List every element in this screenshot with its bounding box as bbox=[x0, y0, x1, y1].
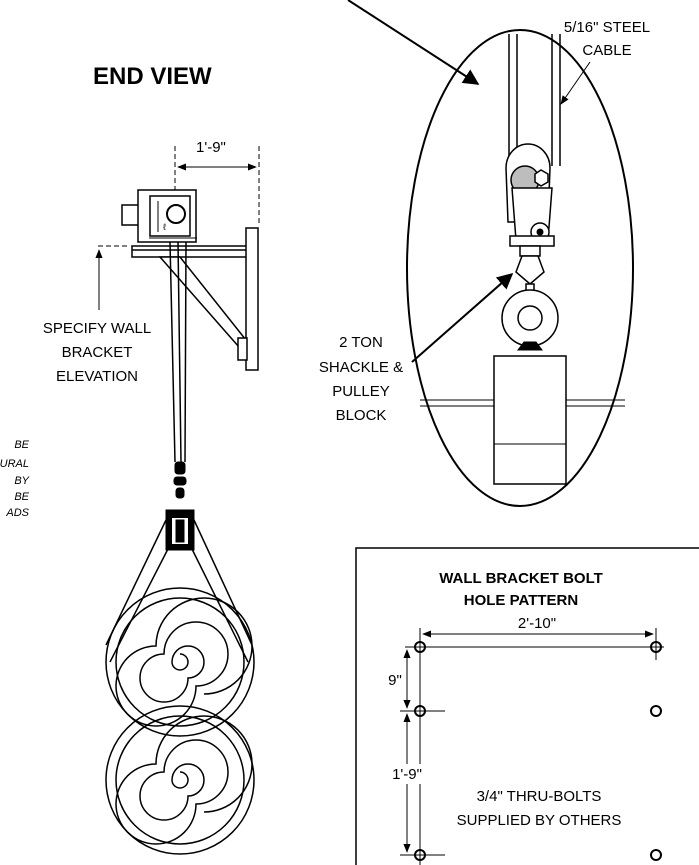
width-dimension: 2'-10" bbox=[419, 615, 657, 652]
hoist-cables bbox=[169, 241, 187, 463]
pulley-block bbox=[165, 509, 195, 551]
bolt-hole bbox=[650, 849, 662, 861]
detail-shackle bbox=[501, 245, 559, 351]
cable-coil-lower bbox=[105, 705, 255, 855]
bolt-hole bbox=[414, 849, 426, 861]
bolt-hole bbox=[414, 705, 426, 717]
cable-coil-upper bbox=[105, 587, 255, 737]
bolt-pattern-title-line2: HOLE PATTERN bbox=[464, 592, 578, 609]
shackle-label-line2: SHACKLE & bbox=[319, 359, 403, 376]
offset-dimension: 1'-9" bbox=[174, 139, 260, 225]
bolt-hole bbox=[650, 705, 662, 717]
cut-note-line2: URAL bbox=[0, 458, 29, 470]
specify-elevation: SPECIFY WALL BRACKET ELEVATION bbox=[43, 249, 151, 385]
top-dimension-label: 9" bbox=[388, 672, 402, 689]
hoist-chain bbox=[173, 461, 187, 499]
bolt-hole bbox=[650, 641, 662, 653]
shackle-label-line4: BLOCK bbox=[336, 407, 387, 424]
bottom-dimension-label: 1'-9" bbox=[392, 766, 422, 783]
bolt-hole bbox=[414, 641, 426, 653]
top-dimension: 9" bbox=[388, 649, 411, 709]
cut-note: BE URAL BY BE ADS bbox=[0, 439, 30, 519]
shackle-label-line3: PULLEY bbox=[332, 383, 390, 400]
cut-note-line4: BE bbox=[14, 491, 29, 503]
end-view: END VIEW 1'-9" ℓ bbox=[0, 63, 260, 855]
specify-label-line3: ELEVATION bbox=[56, 368, 138, 385]
specify-label-line1: SPECIFY WALL bbox=[43, 320, 151, 337]
shackle-callout: 2 TON SHACKLE & PULLEY BLOCK bbox=[319, 272, 514, 424]
wall-bracket bbox=[98, 227, 259, 371]
detail-cables bbox=[508, 34, 561, 166]
bolt-pattern-title-line1: WALL BRACKET BOLT bbox=[439, 570, 603, 587]
width-dimension-label: 2'-10" bbox=[518, 615, 556, 632]
svg-text:ℓ: ℓ bbox=[163, 222, 167, 232]
cut-note-line3: BY bbox=[14, 475, 29, 487]
cable-label-line1: 5/16" STEEL bbox=[564, 19, 650, 36]
cut-note-line1: BE bbox=[14, 439, 29, 451]
end-view-title: END VIEW bbox=[93, 63, 212, 90]
bolt-note-line1: 3/4" THRU-BOLTS bbox=[477, 788, 602, 805]
detail-view: 5/16" STEEL CABLE bbox=[319, 0, 650, 507]
bolt-note-line2: SUPPLIED BY OTHERS bbox=[457, 812, 622, 829]
offset-dimension-label: 1'-9" bbox=[196, 139, 226, 156]
trolley-assembly: ℓ bbox=[121, 189, 197, 243]
bolt-pattern-box: WALL BRACKET BOLT HOLE PATTERN 2'-10" 9"… bbox=[355, 547, 699, 865]
specify-label-line2: BRACKET bbox=[62, 344, 133, 361]
cable-label-line2: CABLE bbox=[582, 42, 631, 59]
cut-note-line5: ADS bbox=[5, 507, 29, 519]
shackle-label-line1: 2 TON bbox=[339, 334, 383, 351]
bottom-dimension: 1'-9" bbox=[384, 713, 430, 853]
detail-block-body bbox=[420, 355, 625, 485]
detail-pulley bbox=[505, 143, 555, 247]
